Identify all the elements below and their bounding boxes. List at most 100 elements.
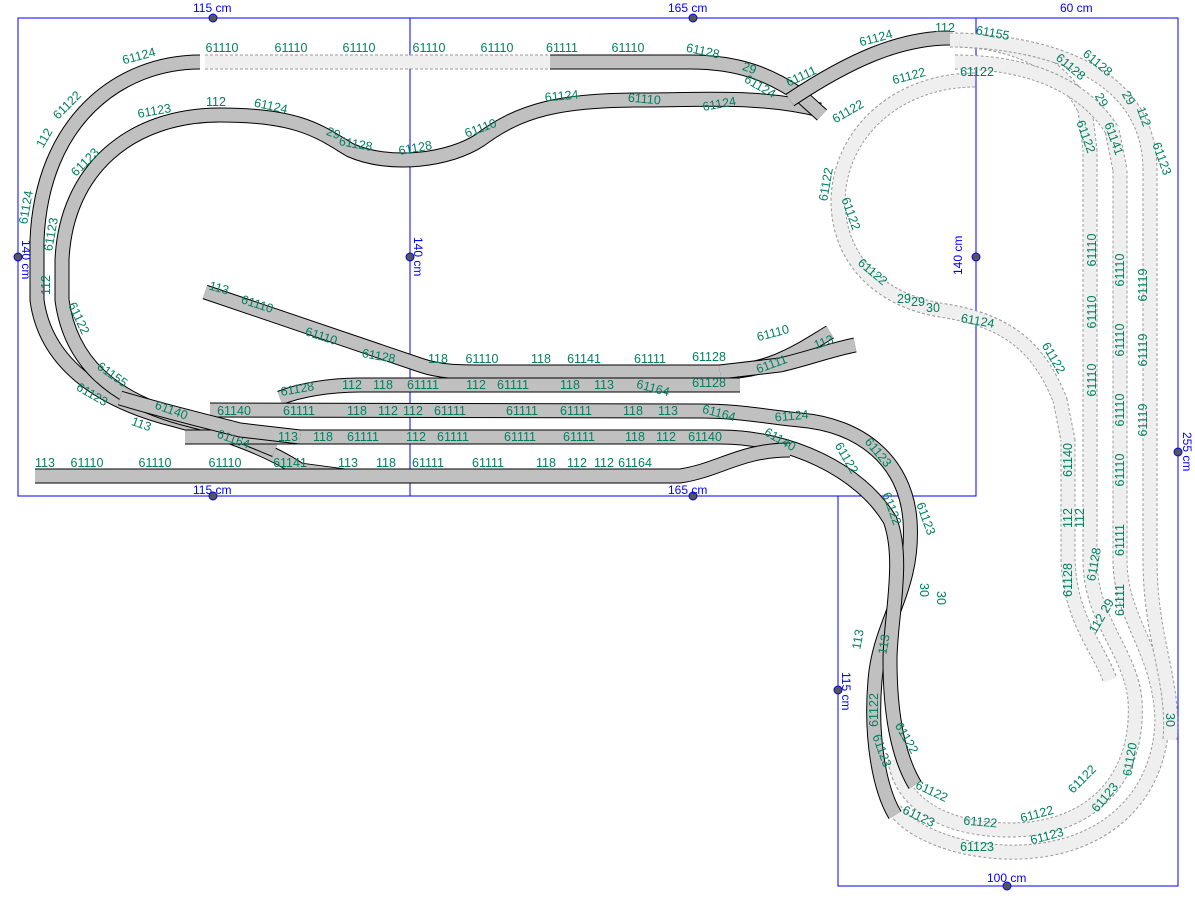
track-piece-label: 61111	[407, 378, 439, 392]
track-piece-label: 112	[594, 456, 614, 470]
track-piece-label: 61119	[1136, 404, 1150, 437]
track	[202, 284, 834, 380]
track-piece-label: 61124	[960, 311, 996, 331]
dimension-handle-icon[interactable]	[833, 685, 843, 695]
track-piece-label: 118	[625, 430, 645, 444]
track-piece-label: 61111	[434, 404, 466, 418]
track-piece-label: 61123	[41, 216, 61, 252]
track-fill[interactable]	[786, 31, 951, 106]
dimension-handle-icon[interactable]	[971, 252, 981, 262]
dimension-label: 255 cm	[1180, 432, 1194, 471]
dimension-handle-icon[interactable]	[405, 252, 415, 262]
planned-tracks	[205, 32, 1179, 860]
dimension-handle-icon[interactable]	[208, 491, 218, 501]
track-piece-label: 61128	[279, 379, 315, 399]
track-fill[interactable]	[35, 443, 791, 483]
track-fill[interactable]	[202, 285, 834, 379]
track-piece-label: 61111	[283, 404, 315, 418]
track-piece-label: 61110	[209, 456, 242, 470]
track-piece-label: 61110	[206, 41, 239, 55]
track-piece-label: 112	[1073, 508, 1087, 528]
track-piece-label: 61110	[413, 41, 446, 55]
track-piece-label: 118	[536, 456, 556, 470]
track-piece-label: 61111	[437, 430, 469, 444]
track-piece-label: 118	[347, 404, 367, 418]
track-piece-label: 61141	[567, 352, 601, 366]
track-piece-label: 61111	[497, 378, 529, 392]
track-piece-label: 112	[1061, 508, 1075, 528]
dimension-handle-icon[interactable]	[208, 13, 218, 23]
track-piece-label: 61128	[1084, 546, 1104, 582]
dimension-handle-icon[interactable]	[688, 491, 698, 501]
track-piece-label: 113	[875, 633, 892, 655]
track-piece-label: 112	[1134, 105, 1154, 129]
track-piece-label: 61140	[1061, 443, 1075, 477]
track-fill[interactable]	[55, 92, 822, 457]
track-piece-label: 61128	[1061, 563, 1075, 597]
track-fill[interactable]	[185, 430, 921, 789]
track-piece-label: 61110	[1113, 454, 1127, 487]
track-piece-label: 112	[935, 21, 955, 35]
dimension-handle-icon[interactable]	[1002, 881, 1012, 891]
dimension-lines	[17, 17, 1179, 887]
track-piece-label: 61119	[1136, 269, 1150, 302]
track-piece-label: 61110	[1085, 296, 1099, 329]
dimension-label: 100 cm	[987, 871, 1026, 885]
track-piece-label: 61111	[504, 430, 536, 444]
planned-track-fill	[831, 73, 1117, 683]
track-piece-label: 118	[560, 378, 580, 392]
track-piece-label: 112	[403, 404, 423, 418]
track-piece-label: 118	[313, 430, 333, 444]
track-piece-label: 61110	[1113, 254, 1127, 287]
track-piece-label: 113	[208, 279, 231, 298]
track-fill[interactable]	[118, 391, 301, 444]
dimension-label: 115 cm	[193, 1, 231, 15]
track-piece-label: 29	[1119, 88, 1138, 107]
track-piece-label: 61128	[338, 134, 374, 154]
track-piece-label: 113	[849, 628, 866, 650]
dimension-handle-icon[interactable]	[1173, 447, 1183, 457]
track-piece-label: 30	[934, 591, 948, 605]
track-piece-label: 112	[342, 378, 362, 392]
track-piece-label: 118	[373, 378, 393, 392]
track-piece-label: 61123	[960, 840, 994, 854]
track-piece-label: 118	[623, 404, 643, 418]
track-piece-label: 61164	[618, 456, 652, 470]
track-piece-label: 61122	[816, 166, 836, 202]
track-piece-label: 61111	[563, 430, 595, 444]
track-fill[interactable]	[277, 378, 740, 405]
track-piece-label: 61122	[960, 65, 994, 79]
track-piece-label: 112	[206, 95, 226, 109]
track-piece-label: 112	[39, 275, 53, 295]
track-piece-label: 113	[130, 414, 154, 434]
dimension-handle-icon[interactable]	[13, 252, 23, 262]
dimension-label: 140 cm	[411, 237, 425, 276]
dimension-label: 140 cm	[951, 236, 965, 275]
dimension-handle-icon[interactable]	[688, 13, 698, 23]
dimension-label: 140 cm	[19, 240, 33, 279]
track-piece-label: 61128	[692, 376, 726, 390]
track-piece-label: 61124	[16, 189, 36, 225]
track-piece-label: 29	[1092, 90, 1111, 109]
track-piece-label: 118	[531, 352, 551, 366]
track-piece-label: 61111	[546, 41, 578, 55]
track-piece-label: 61111	[506, 404, 538, 418]
track-piece-label: 29	[911, 295, 925, 309]
track-piece-label: 61111	[634, 352, 666, 366]
track-piece-label: 61110	[343, 41, 376, 55]
track-piece-label: 61155	[975, 23, 1011, 43]
dimension-label: 115 cm	[193, 483, 231, 497]
track-piece-label: 30	[926, 301, 940, 315]
track-piece-label: 61124	[544, 88, 579, 105]
track-piece-label: 61111	[347, 430, 379, 444]
track	[185, 429, 922, 789]
track-fill[interactable]	[209, 403, 917, 819]
track-piece-label: 61111	[560, 404, 592, 418]
track-piece-label: 112	[567, 456, 587, 470]
track-piece-label: 61111	[1113, 524, 1127, 556]
track-fill[interactable]	[719, 338, 857, 379]
track-piece-label: 30	[1163, 713, 1177, 727]
track-piece-label: 61110	[71, 456, 104, 470]
track-piece-label: 61110	[1113, 394, 1127, 427]
